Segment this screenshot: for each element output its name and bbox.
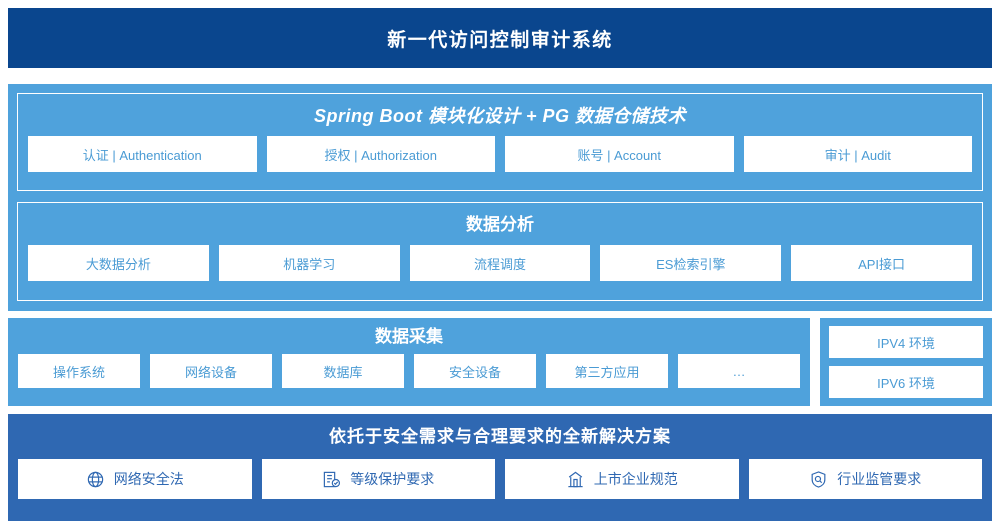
- application-layer-chip-row: 认证 | Authentication 授权 | Authorization 账…: [28, 136, 972, 172]
- analysis-layer-chip-row: 大数据分析 机器学习 流程调度 ES检索引擎 API接口: [28, 245, 972, 281]
- chip-big-data-analysis[interactable]: 大数据分析: [28, 245, 209, 281]
- page-title: 新一代访问控制审计系统: [387, 29, 613, 51]
- chip-label: 等级保护要求: [350, 471, 435, 487]
- chip-classified-protection[interactable]: 等级保护要求: [261, 459, 495, 499]
- chip-network-device[interactable]: 网络设备: [150, 354, 272, 388]
- application-layer-panel: Spring Boot 模块化设计 + PG 数据仓储技术 认证 | Authe…: [17, 93, 983, 191]
- header-bar: 新一代访问控制审计系统: [8, 8, 992, 68]
- chip-audit[interactable]: 审计 | Audit: [743, 136, 972, 172]
- environment-panel: IPV4 环境 IPV6 环境: [820, 318, 992, 406]
- chip-account[interactable]: 账号 | Account: [505, 136, 734, 172]
- chip-machine-learning[interactable]: 机器学习: [218, 245, 400, 281]
- chip-database[interactable]: 数据库: [282, 354, 404, 388]
- collection-row: 数据采集 操作系统 网络设备 数据库 安全设备 第三方应用 … IPV4 环境 …: [8, 318, 992, 406]
- compliance-title: 依托于安全需求与合理要求的全新解决方案: [329, 427, 671, 446]
- chip-operating-system[interactable]: 操作系统: [18, 354, 140, 388]
- platform-panel: Spring Boot 模块化设计 + PG 数据仓储技术 认证 | Authe…: [8, 84, 992, 311]
- analysis-layer-panel: 数据分析 大数据分析 机器学习 流程调度 ES检索引擎 API接口: [17, 202, 983, 301]
- data-collection-chip-row: 操作系统 网络设备 数据库 安全设备 第三方应用 …: [18, 354, 800, 388]
- shield-search-icon: [809, 470, 828, 489]
- chip-industry-regulation[interactable]: 行业监管要求: [748, 459, 982, 499]
- chip-label: 网络安全法: [113, 471, 184, 487]
- document-check-icon: [322, 470, 341, 489]
- chip-es-search-engine[interactable]: ES检索引擎: [600, 245, 782, 281]
- chip-more-ellipsis[interactable]: …: [678, 354, 800, 388]
- chip-ipv4-environment[interactable]: IPV4 环境: [829, 326, 983, 358]
- chip-authorization[interactable]: 授权 | Authorization: [266, 136, 495, 172]
- chip-listed-enterprise-standard[interactable]: 上市企业规范: [505, 459, 739, 499]
- chip-ipv6-environment[interactable]: IPV6 环境: [829, 366, 983, 398]
- chip-label: 上市企业规范: [593, 471, 678, 487]
- chip-process-scheduling[interactable]: 流程调度: [409, 245, 591, 281]
- compliance-panel: 依托于安全需求与合理要求的全新解决方案 网络安全法: [8, 414, 992, 521]
- chip-cybersecurity-law[interactable]: 网络安全法: [18, 459, 252, 499]
- chip-api-interface[interactable]: API接口: [791, 245, 972, 281]
- compliance-chip-row: 网络安全法 等级保护要求: [18, 459, 982, 499]
- chip-security-device[interactable]: 安全设备: [414, 354, 536, 388]
- application-layer-title: Spring Boot 模块化设计 + PG 数据仓储技术: [313, 106, 686, 126]
- data-collection-panel: 数据采集 操作系统 网络设备 数据库 安全设备 第三方应用 …: [8, 318, 810, 406]
- chip-authentication[interactable]: 认证 | Authentication: [28, 136, 257, 172]
- globe-icon: [86, 470, 105, 489]
- bank-building-icon: [566, 470, 585, 489]
- analysis-layer-title: 数据分析: [466, 215, 534, 234]
- chip-third-party-app[interactable]: 第三方应用: [546, 354, 668, 388]
- data-collection-title: 数据采集: [375, 327, 443, 346]
- chip-label: 行业监管要求: [837, 471, 922, 487]
